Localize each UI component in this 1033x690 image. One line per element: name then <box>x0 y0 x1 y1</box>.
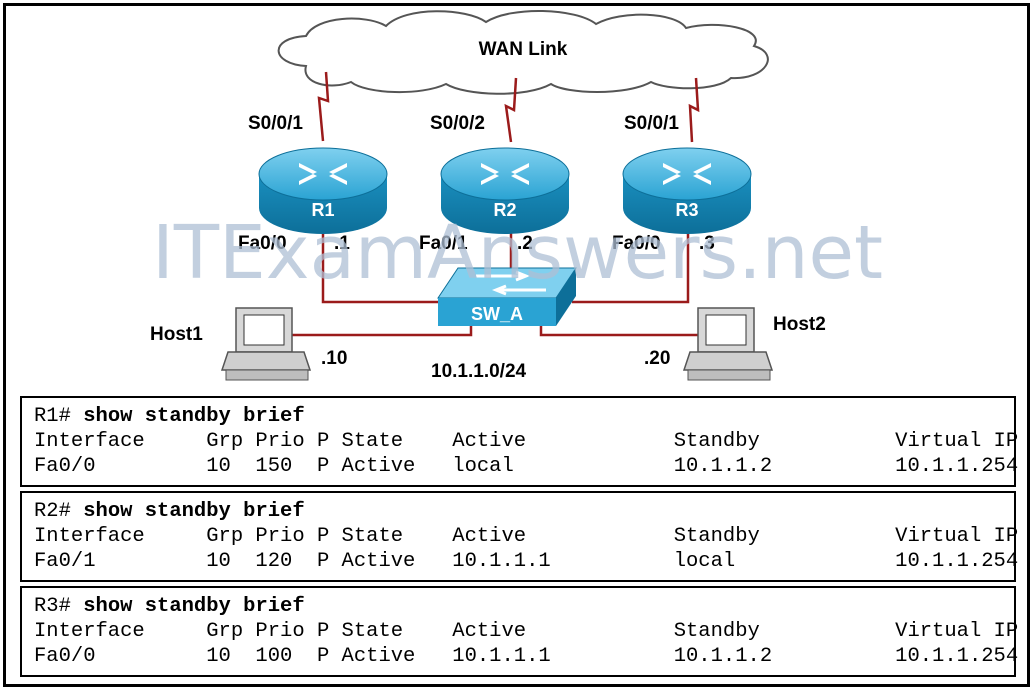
router-r2[interactable]: R2 <box>440 147 570 234</box>
network-topology-diagram: WAN Link R1 <box>150 9 883 382</box>
cli-command: show standby brief <box>83 500 305 523</box>
router-name: R1 <box>311 200 334 220</box>
cli-header-row: Interface Grp Prio P State Active Standb… <box>34 525 1019 548</box>
lan-link-host2 <box>539 326 698 337</box>
r3-ip-label: .3 <box>699 233 715 254</box>
switch-arrows-icon <box>476 270 546 296</box>
cli-output-r2: R2# show standby brief Interface Grp Pri… <box>20 491 1019 582</box>
lan-links <box>291 231 698 337</box>
router-name: R3 <box>675 200 698 220</box>
host1-pc-icon[interactable] <box>220 307 312 381</box>
serial-link-r1 <box>317 71 330 142</box>
r1-fa-label: Fa0/0 <box>238 233 287 254</box>
host2-pc-icon[interactable] <box>682 307 774 381</box>
lan-link-r1 <box>321 231 440 304</box>
cli-command: show standby brief <box>83 405 305 428</box>
cli-data-row: Fa0/1 10 120 P Active 10.1.1.1 local 10.… <box>34 550 1019 573</box>
host1-ip-label: .10 <box>321 348 347 369</box>
cli-prompt: R3# <box>34 595 71 618</box>
serial-link-r3 <box>688 77 700 143</box>
host2-name-label: Host2 <box>773 314 826 335</box>
r1-ip-label: .1 <box>334 233 350 254</box>
subnet-label: 10.1.1.0/24 <box>431 361 527 382</box>
host1-name-label: Host1 <box>150 324 203 345</box>
r2-ip-label: .2 <box>517 233 533 254</box>
lan-link-r3 <box>572 231 690 304</box>
cli-prompt: R2# <box>34 500 71 523</box>
router-r1[interactable]: R1 <box>258 147 388 234</box>
r3-serial-label: S0/0/1 <box>624 113 679 134</box>
r1-serial-label: S0/0/1 <box>248 113 303 134</box>
host2-ip-label: .20 <box>644 348 670 369</box>
cli-header-row: Interface Grp Prio P State Active Standb… <box>34 620 1019 643</box>
wan-cloud: WAN Link <box>277 9 769 95</box>
cli-output-r1: R1# show standby brief Interface Grp Pri… <box>20 396 1019 487</box>
switch-name: SW_A <box>471 304 523 324</box>
lan-link-host1 <box>291 326 473 337</box>
cli-data-row: Fa0/0 10 100 P Active 10.1.1.1 10.1.1.2 … <box>34 645 1019 668</box>
cli-command: show standby brief <box>83 595 305 618</box>
cli-header-row: Interface Grp Prio P State Active Standb… <box>34 430 1019 453</box>
r3-fa-label: Fa0/0 <box>612 233 661 254</box>
wan-link-label: WAN Link <box>479 39 568 60</box>
switch-sw-a[interactable]: SW_A <box>437 267 577 326</box>
cli-data-row: Fa0/0 10 150 P Active local 10.1.1.2 10.… <box>34 455 1019 478</box>
serial-link-r2 <box>504 77 518 143</box>
r2-fa-label: Fa0/1 <box>419 233 468 254</box>
r2-serial-label: S0/0/2 <box>430 113 485 134</box>
serial-links <box>317 71 700 143</box>
watermark-text: ITExamAnswers.net <box>152 210 883 296</box>
router-r3[interactable]: R3 <box>622 147 752 234</box>
cli-prompt: R1# <box>34 405 71 428</box>
figure-frame: WAN Link R1 <box>3 3 1030 687</box>
cli-output-r3: R3# show standby brief Interface Grp Pri… <box>20 586 1019 677</box>
router-name: R2 <box>493 200 516 220</box>
